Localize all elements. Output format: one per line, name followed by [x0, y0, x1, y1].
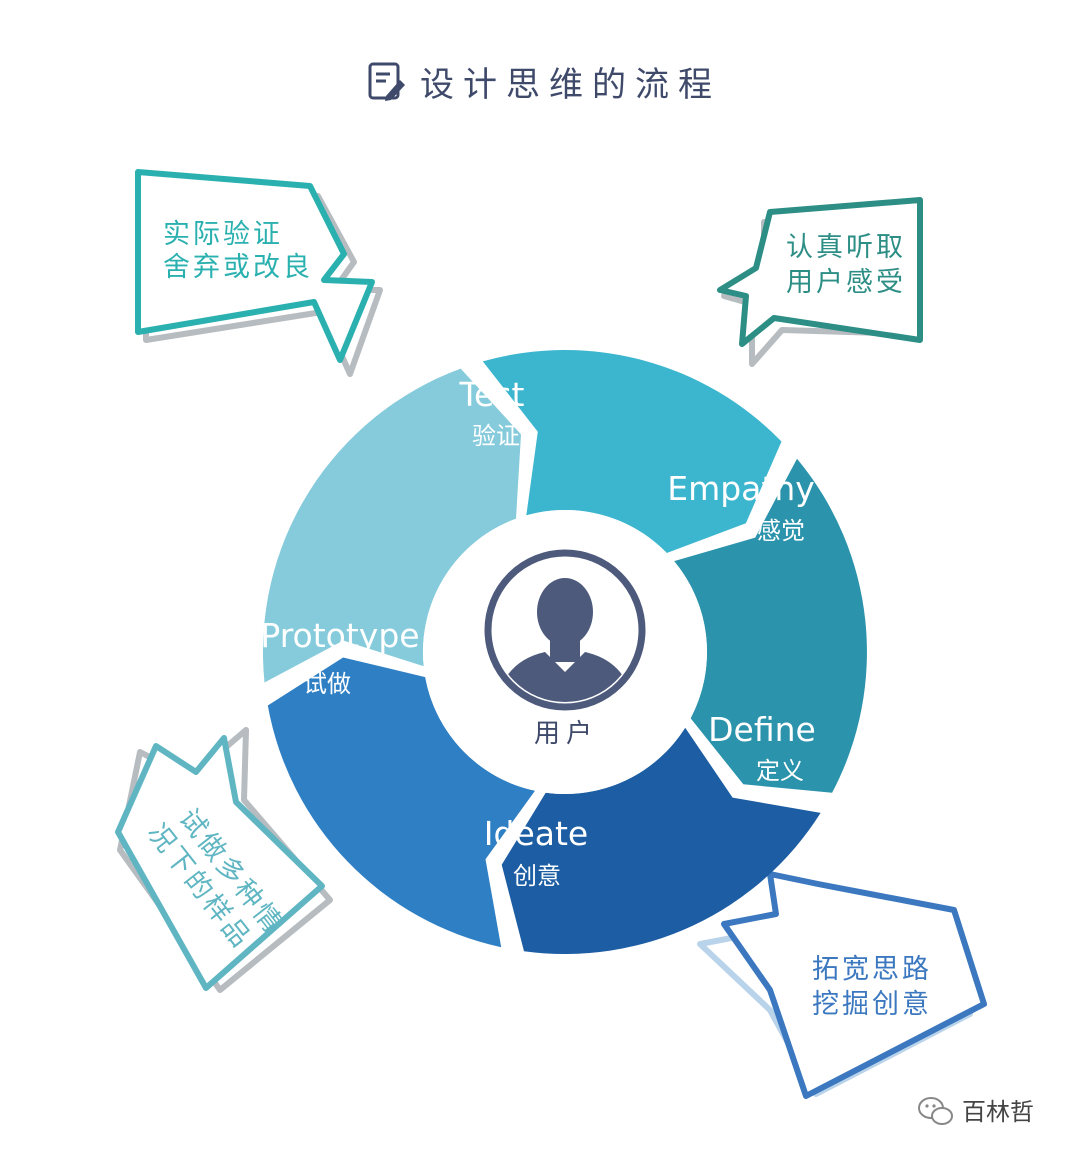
- segment-empathy-sublabel: 感觉: [757, 517, 805, 545]
- center-hub: 用户: [423, 510, 707, 794]
- segment-prototype: [262, 368, 521, 683]
- bubble-test-outline: [135, 169, 375, 363]
- user-avatar-icon: [484, 549, 646, 711]
- page-title-text: 设计思维的流程: [420, 65, 721, 105]
- segment-test-label: Test: [459, 375, 525, 414]
- bubble-empathy-line-2: 用户感受: [786, 267, 906, 298]
- bubble-empathy: 认真听取 用户感受: [717, 197, 923, 367]
- segment-empathy-label: Empathy: [667, 469, 815, 508]
- process-ring: [262, 350, 867, 955]
- bubble-test-shadow: [143, 179, 383, 377]
- segment-ideate-label: Ideate: [484, 814, 588, 853]
- bubble-test-line-1: 实际验证: [163, 219, 283, 250]
- watermark-text: 百林哲: [962, 1098, 1034, 1126]
- bubble-prototype-outline: [115, 735, 325, 991]
- bubble-test: 实际验证 舍弃或改良: [135, 169, 383, 377]
- segment-empathy: [674, 458, 867, 793]
- bubble-test-line-2: 舍弃或改良: [163, 252, 313, 283]
- bubble-empathy-outline: [717, 197, 923, 347]
- bubble-ideate-line-2: 挖掘创意: [812, 989, 932, 1020]
- bubble-empathy-line-1: 认真听取: [786, 232, 906, 263]
- watermark: 百林哲: [918, 1097, 1034, 1126]
- wechat-icon: [918, 1097, 953, 1125]
- segment-prototype-sublabel: 试做: [303, 670, 351, 698]
- bubble-ideate-line-1: 拓宽思路: [812, 954, 932, 985]
- segment-test: [482, 350, 782, 553]
- bubble-prototype: 试做多种情 况下的样品: [115, 727, 333, 993]
- document-pen-icon: [368, 62, 405, 101]
- segment-ideate-sublabel: 创意: [513, 862, 561, 890]
- page-title: 设计思维的流程: [368, 62, 721, 105]
- segment-prototype-label: Prototype: [260, 616, 419, 655]
- bubble-ideate: 拓宽思路 挖掘创意: [697, 871, 987, 1099]
- segment-define-label: Define: [708, 710, 816, 749]
- segment-define-sublabel: 定义: [756, 757, 804, 785]
- center-label: 用户: [534, 719, 598, 749]
- segment-ideate: [267, 657, 535, 948]
- segment-define: [501, 727, 821, 955]
- segment-test-sublabel: 验证: [472, 422, 520, 450]
- bubble-ideate-outline: [721, 871, 987, 1099]
